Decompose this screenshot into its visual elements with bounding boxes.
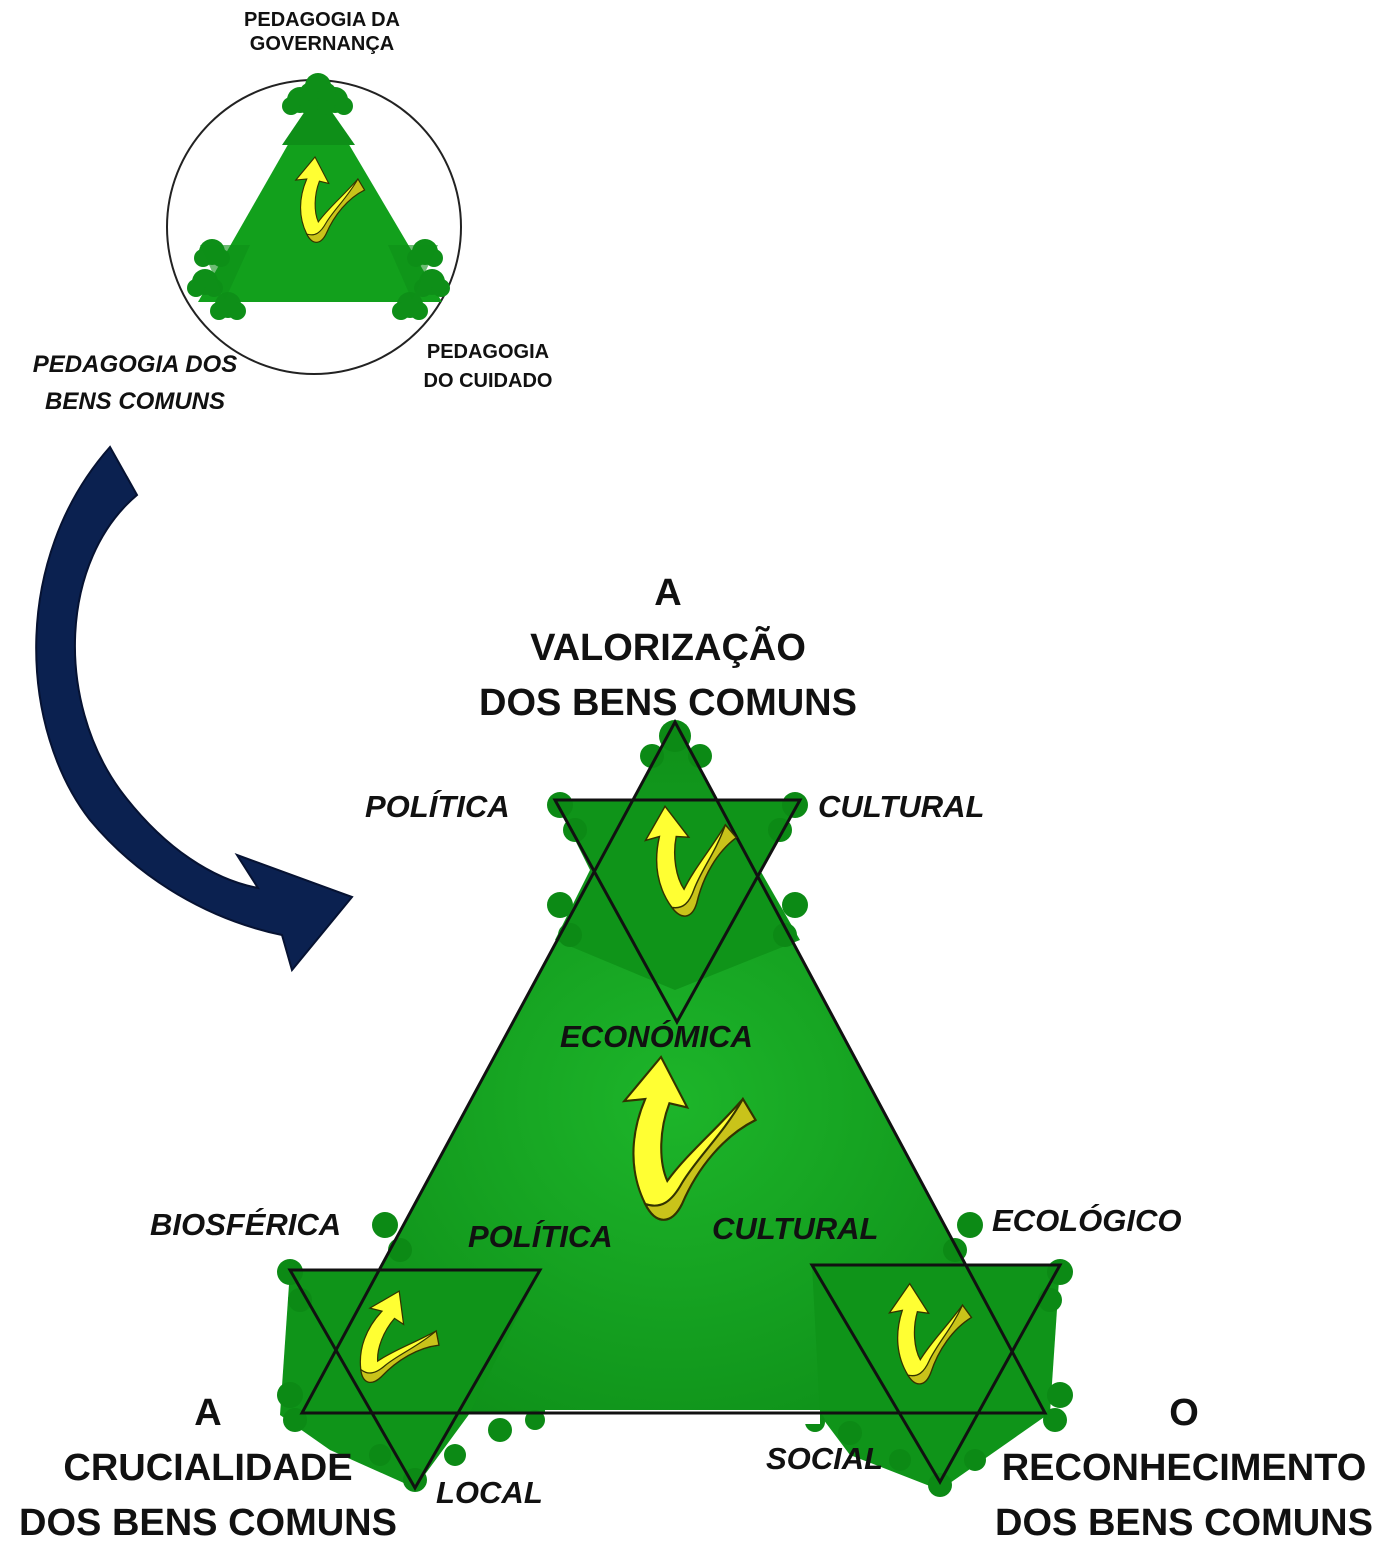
small-left-label: PEDAGOGIA DOS BENS COMUNS bbox=[33, 346, 237, 420]
small-diagram bbox=[166, 73, 462, 375]
top-title-line3: DOS BENS COMUNS bbox=[479, 682, 857, 725]
right-bottom-tag: SOCIAL bbox=[766, 1441, 884, 1476]
left-title: A CRUCIALIDADE DOS BENS COMUNS bbox=[19, 1386, 397, 1551]
main-green-triangle bbox=[277, 720, 1073, 1497]
top-bottom-tag: ECONÓMICA bbox=[560, 1019, 753, 1054]
top-title: A VALORIZAÇÃO DOS BENS COMUNS bbox=[479, 566, 857, 731]
small-top-label-line1: PEDAGOGIA DA bbox=[244, 9, 400, 31]
right-title: O RECONHECIMENTO DOS BENS COMUNS bbox=[995, 1386, 1373, 1551]
right-title-line3: DOS BENS COMUNS bbox=[995, 1502, 1373, 1545]
left-title-line2: CRUCIALIDADE bbox=[63, 1447, 353, 1490]
left-outer-tag: BIOSFÉRICA bbox=[150, 1207, 342, 1242]
right-outer-tag: ECOLÓGICO bbox=[992, 1203, 1182, 1238]
right-title-line2: RECONHECIMENTO bbox=[1001, 1447, 1367, 1490]
left-title-line3: DOS BENS COMUNS bbox=[19, 1502, 397, 1545]
top-title-line1: A bbox=[654, 572, 682, 614]
top-right-tag: CULTURAL bbox=[818, 789, 985, 824]
left-inner-tag: POLÍTICA bbox=[468, 1219, 613, 1254]
main-diagram bbox=[277, 718, 1073, 1497]
small-left-label-line1: PEDAGOGIA DOS bbox=[32, 351, 238, 378]
navy-curved-arrow bbox=[35, 445, 354, 973]
small-green-triangle bbox=[187, 73, 450, 320]
right-inverted-triangle bbox=[809, 1263, 1063, 1486]
small-right-label-line1: PEDAGOGIA bbox=[426, 341, 550, 363]
small-left-label-line2: BENS COMUNS bbox=[44, 388, 225, 416]
left-bottom-tag: LOCAL bbox=[436, 1475, 543, 1510]
main-outline-triangle bbox=[299, 718, 1048, 1415]
top-title-line2: VALORIZAÇÃO bbox=[530, 627, 806, 670]
small-right-label-line2: DO CUIDADO bbox=[423, 370, 553, 392]
top-inverted-triangle bbox=[552, 798, 803, 1026]
right-inner-tag: CULTURAL bbox=[712, 1211, 879, 1246]
small-top-label-line2: GOVERNANÇA bbox=[249, 33, 395, 56]
left-inverted-triangle bbox=[287, 1268, 543, 1492]
right-title-line1: O bbox=[1169, 1392, 1199, 1434]
small-right-label: PEDAGOGIA DO CUIDADO bbox=[424, 338, 553, 396]
top-left-tag: POLÍTICA bbox=[365, 789, 510, 824]
small-top-label: PEDAGOGIA DA GOVERNANÇA bbox=[244, 8, 400, 57]
left-title-line1: A bbox=[194, 1392, 222, 1434]
